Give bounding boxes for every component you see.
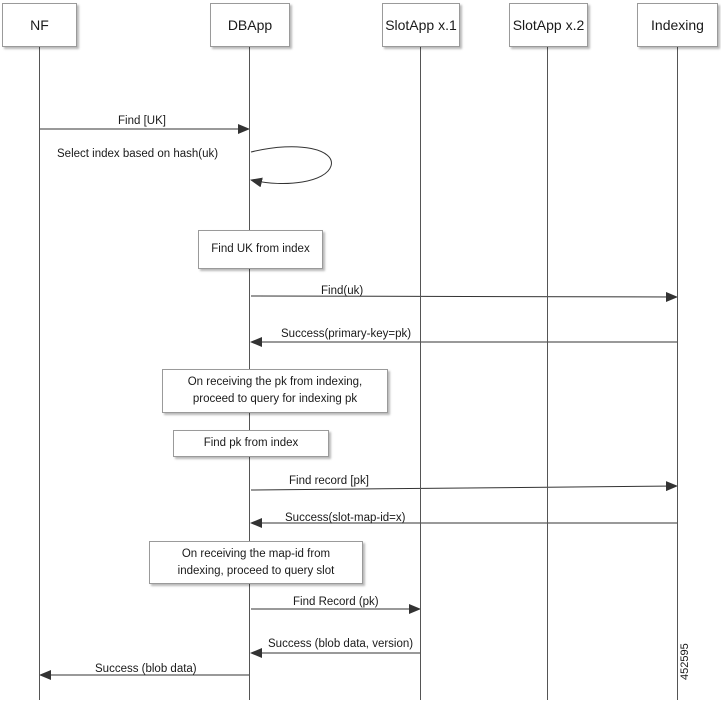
lifeline-nf (39, 47, 40, 700)
note-on-receiving-map-id: On receiving the map-id from indexing, p… (149, 541, 363, 584)
participant-slotapp1: SlotApp x.1 (382, 3, 460, 47)
label-find-record-pk: Find record [pk] (289, 475, 369, 487)
label-select-index: Select index based on hash(uk) (57, 148, 219, 160)
note-find-pk-from-index: Find pk from index (173, 430, 329, 457)
arrow-self-select-index (250, 146, 332, 188)
label-success-blob: Success (blob data) (95, 663, 197, 675)
participant-indexing: Indexing (637, 3, 718, 47)
label-success-pk: Success(primary-key=pk) (281, 328, 412, 340)
label-find-uk: Find [UK] (118, 115, 166, 127)
lifeline-indexing (677, 47, 678, 700)
participant-nf: NF (2, 3, 77, 47)
figure-id: 452595 (679, 643, 691, 680)
label-find-record-slot: Find Record (pk) (293, 596, 379, 608)
lifeline-slotapp2 (547, 47, 548, 700)
lifeline-slotapp1 (420, 47, 421, 700)
label-success-slot-map: Success(slot-map-id=x) (285, 512, 406, 524)
label-success-blob-version: Success (blob data, version) (268, 638, 414, 650)
participant-dbapp: DBApp (210, 3, 290, 47)
label-find-uk-index: Find(uk) (321, 285, 364, 297)
note-on-receiving-pk: On receiving the pk from indexing, proce… (162, 369, 388, 413)
note-find-uk-from-index: Find UK from index (198, 230, 323, 269)
participant-slotapp2: SlotApp x.2 (509, 3, 588, 47)
arrow-find-uk-index (250, 291, 678, 302)
arrow-find-record-pk (250, 481, 678, 492)
